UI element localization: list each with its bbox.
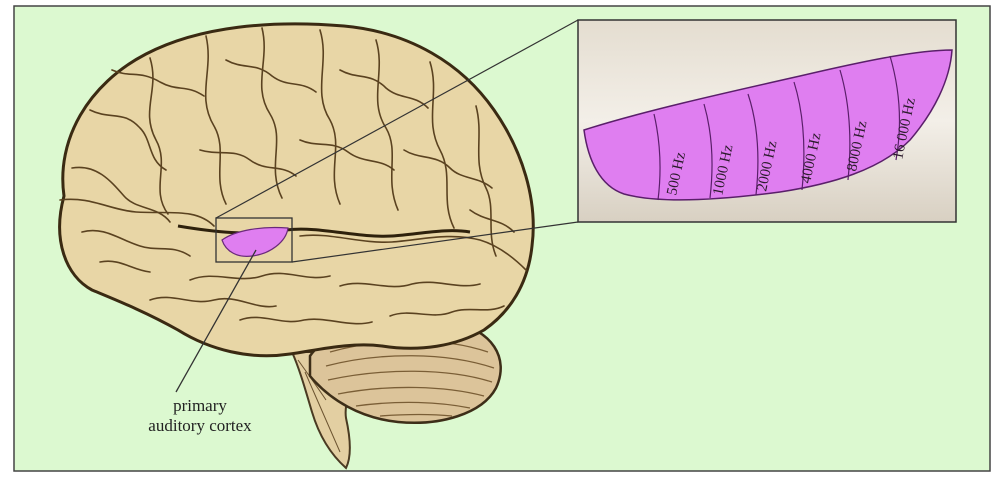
label-line-1: primary	[100, 396, 300, 416]
auditory-cortex-label: primary auditory cortex	[100, 396, 300, 436]
cerebrum	[60, 24, 534, 356]
label-line-2: auditory cortex	[100, 416, 300, 436]
